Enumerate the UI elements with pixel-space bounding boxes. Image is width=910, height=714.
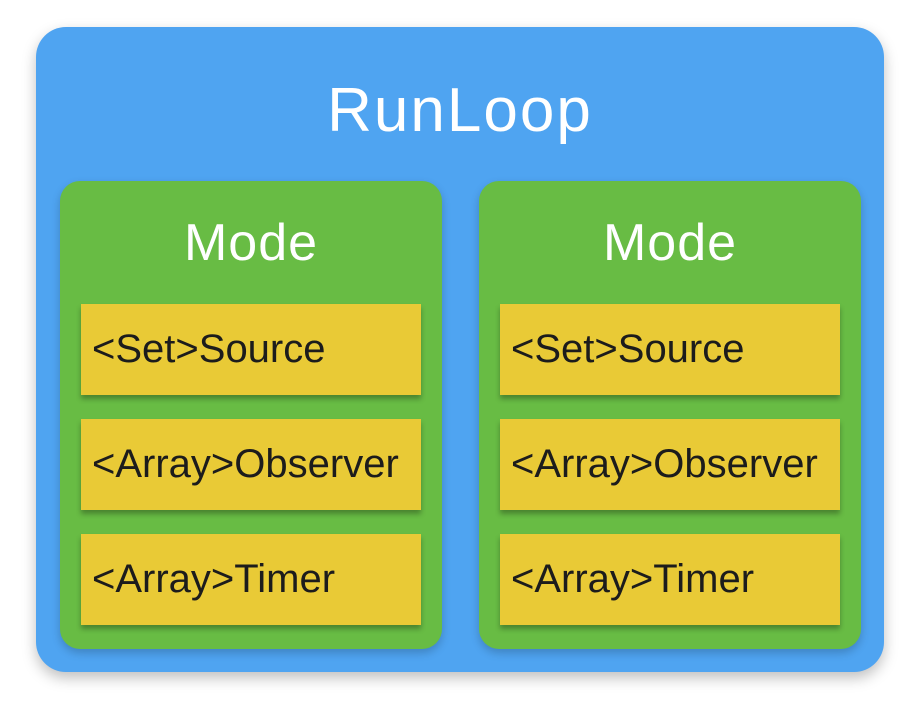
mode-item-array-timer: <Array>Timer <box>81 534 421 625</box>
runloop-container: RunLoop Mode <Set>Source <Array>Observer… <box>36 27 884 672</box>
mode-item-set-source: <Set>Source <box>81 304 421 395</box>
runloop-title: RunLoop <box>327 75 593 145</box>
mode-item-set-source: <Set>Source <box>500 304 840 395</box>
modes-row: Mode <Set>Source <Array>Observer <Array>… <box>60 181 861 649</box>
mode-item-array-observer: <Array>Observer <box>81 419 421 510</box>
mode-box-right: Mode <Set>Source <Array>Observer <Array>… <box>479 181 861 649</box>
mode-item-array-observer: <Array>Observer <box>500 419 840 510</box>
mode-title: Mode <box>183 213 319 272</box>
mode-box-left: Mode <Set>Source <Array>Observer <Array>… <box>60 181 442 649</box>
mode-item-array-timer: <Array>Timer <box>500 534 840 625</box>
mode-title: Mode <box>602 213 738 272</box>
